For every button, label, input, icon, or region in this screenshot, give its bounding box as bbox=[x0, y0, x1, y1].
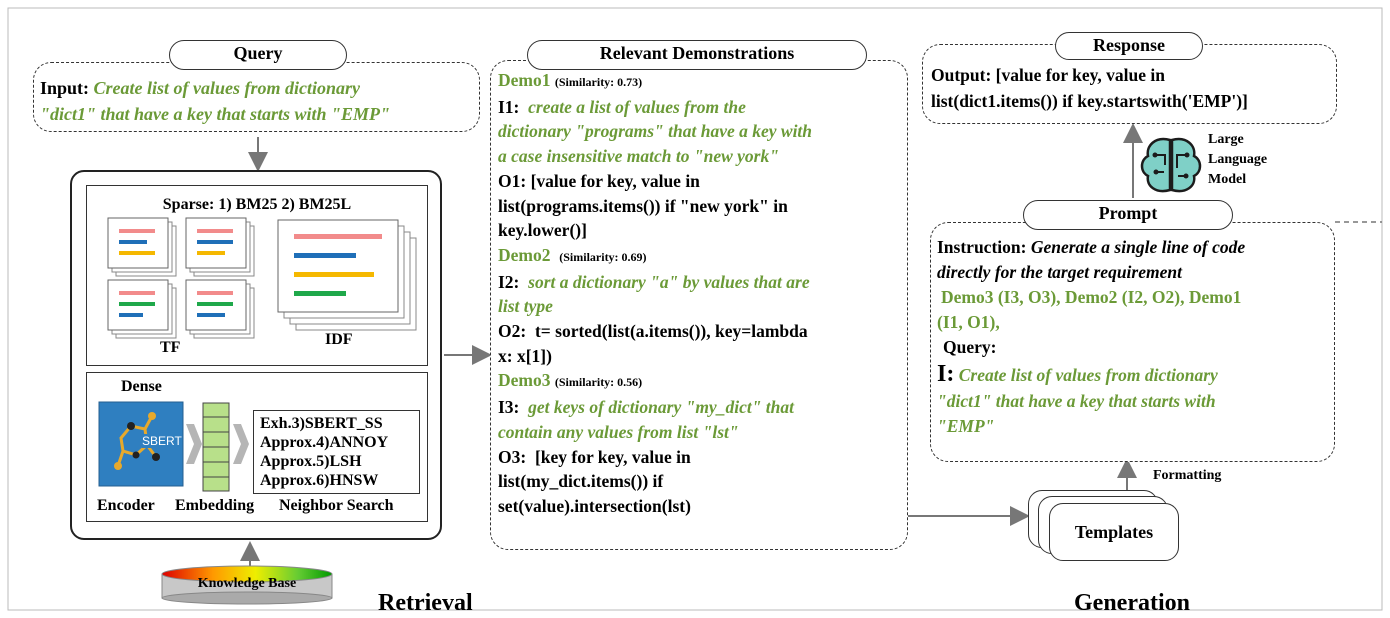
demo-similarity: (Similarity: 0.73) bbox=[554, 75, 643, 89]
embedding-vector-icon bbox=[202, 402, 230, 492]
search-method: Exh.3)SBERT_SS bbox=[260, 415, 383, 432]
figure-frame bbox=[7, 7, 1383, 611]
response-text: Output: [value for key, value in list(di… bbox=[931, 62, 1248, 114]
templates-card: Templates bbox=[1049, 503, 1179, 561]
demo-output-line: [value for key, value in bbox=[530, 170, 700, 191]
dense-panel bbox=[86, 372, 428, 522]
instruction-line: directly for the target requirement bbox=[937, 262, 1182, 282]
demo-output-label: O3: bbox=[498, 446, 527, 467]
prompt-query-line: "EMP" bbox=[937, 416, 995, 436]
neighbor-search-label: Neighbor Search bbox=[279, 497, 394, 514]
prompt-demos-line: Demo3 (I3, O3), Demo2 (I2, O2), Demo1 bbox=[941, 287, 1242, 307]
demo-output-line: list(my_dict.items()) if bbox=[498, 471, 664, 492]
demo-input-line: a case insensitive match to "new york" bbox=[498, 146, 779, 167]
demo-similarity: (Similarity: 0.56) bbox=[554, 375, 643, 390]
prompt-content: Instruction: Generate a single line of c… bbox=[937, 235, 1245, 439]
query-text: Input: Create list of values from dictio… bbox=[40, 75, 390, 127]
demo-input-line: sort a dictionary "a" by values that are bbox=[528, 271, 810, 292]
search-method: Approx.4)ANNOY bbox=[260, 434, 389, 451]
response-line: [value for key, value in bbox=[995, 65, 1166, 85]
query-title: Query bbox=[169, 40, 347, 70]
prompt-title: Prompt bbox=[1023, 200, 1233, 230]
prompt-demos-line: (I1, O1), bbox=[937, 312, 1000, 332]
demo-output-label: O2: bbox=[498, 321, 527, 342]
instruction-line: Generate a single line of code bbox=[1030, 237, 1246, 257]
demo-input-line: get keys of dictionary "my_dict" that bbox=[528, 397, 794, 418]
llm-label: Large Language Model bbox=[1208, 130, 1267, 190]
demonstrations-content: Demo1 (Similarity: 0.73) I1: create a li… bbox=[498, 68, 812, 519]
llm-label-line: Model bbox=[1208, 172, 1247, 187]
neighbor-search-methods: Exh.3)SBERT_SS Approx.4)ANNOY Approx.5)L… bbox=[253, 410, 420, 494]
chevron-right-icon bbox=[233, 424, 249, 464]
demo-input-line: contain any values from list "lst" bbox=[498, 421, 739, 442]
tf-label: TF bbox=[160, 339, 181, 356]
demo-input-label: I2: bbox=[498, 271, 520, 292]
retrieval-box bbox=[70, 170, 442, 540]
sparse-title: Sparse: 1) BM25 2) BM25L bbox=[162, 196, 352, 213]
idf-documents-icon bbox=[277, 219, 417, 331]
knowledge-base-cylinder bbox=[161, 565, 333, 605]
formatting-label: Formatting bbox=[1153, 468, 1222, 483]
prompt-query-line: "dict1" that have a key that starts with bbox=[937, 391, 1216, 411]
query-box bbox=[33, 62, 480, 132]
search-method: Approx.6)HNSW bbox=[260, 472, 379, 489]
prompt-query-line: Create list of values from dictionary bbox=[958, 365, 1218, 385]
demo-output-line: x: x[1]) bbox=[498, 345, 552, 366]
output-label: Output: bbox=[931, 65, 992, 85]
query-line: Create list of values from dictionary bbox=[93, 78, 361, 98]
demo-output-line: t= sorted(list(a.items()), key=lambda bbox=[534, 321, 808, 342]
demo-output-line: key.lower()] bbox=[498, 220, 587, 241]
knowledge-base-label: Knowledge Base bbox=[197, 576, 297, 591]
query-line: "dict1" that have a key that starts with… bbox=[40, 104, 390, 124]
demo-output-line: list(programs.items()) if "new york" in bbox=[498, 195, 788, 216]
llm-label-line: Language bbox=[1208, 152, 1268, 167]
demo-input-line: create a list of values from the bbox=[528, 96, 746, 117]
generation-section-label: Generation bbox=[1074, 590, 1190, 616]
demo-input-line: list type bbox=[498, 296, 553, 317]
sbert-logo-text: SBERT bbox=[142, 434, 182, 448]
response-title: Response bbox=[1055, 32, 1203, 60]
prompt-i-label: I: bbox=[937, 361, 955, 387]
demo-output-line: set(value).intersection(lst) bbox=[498, 495, 691, 516]
demo-output-line: [key for key, value in bbox=[534, 446, 691, 467]
input-label: Input: bbox=[40, 78, 90, 98]
demo-name: Demo1 bbox=[498, 70, 551, 90]
demo-similarity: (Similarity: 0.69) bbox=[559, 249, 647, 264]
demo-name: Demo3 bbox=[498, 370, 551, 391]
encoder-label: Encoder bbox=[97, 497, 155, 514]
instruction-label: Instruction: bbox=[937, 237, 1027, 257]
demonstrations-title: Relevant Demonstrations bbox=[527, 40, 867, 70]
tf-documents-icon bbox=[107, 217, 255, 339]
idf-label: IDF bbox=[325, 331, 353, 348]
dense-title: Dense bbox=[121, 378, 162, 395]
brain-icon bbox=[1140, 137, 1202, 193]
demo-input-label: I1: bbox=[498, 96, 520, 117]
llm-label-line: Large bbox=[1208, 132, 1244, 147]
demo-input-label: I3: bbox=[498, 397, 520, 418]
demo-output-label: O1: bbox=[498, 170, 527, 191]
response-line: list(dict1.items()) if key.startswith('E… bbox=[931, 91, 1248, 111]
demo-input-line: dictionary "programs" that have a key wi… bbox=[498, 121, 813, 142]
embedding-label: Embedding bbox=[175, 497, 255, 514]
chevron-right-icon bbox=[186, 424, 202, 464]
prompt-query-label: Query: bbox=[943, 337, 997, 357]
sparse-panel bbox=[86, 185, 428, 366]
retrieval-section-label: Retrieval bbox=[378, 590, 473, 616]
prompt-box bbox=[930, 222, 1335, 462]
demo-name: Demo2 bbox=[498, 244, 551, 265]
search-method: Approx.5)LSH bbox=[260, 453, 362, 470]
